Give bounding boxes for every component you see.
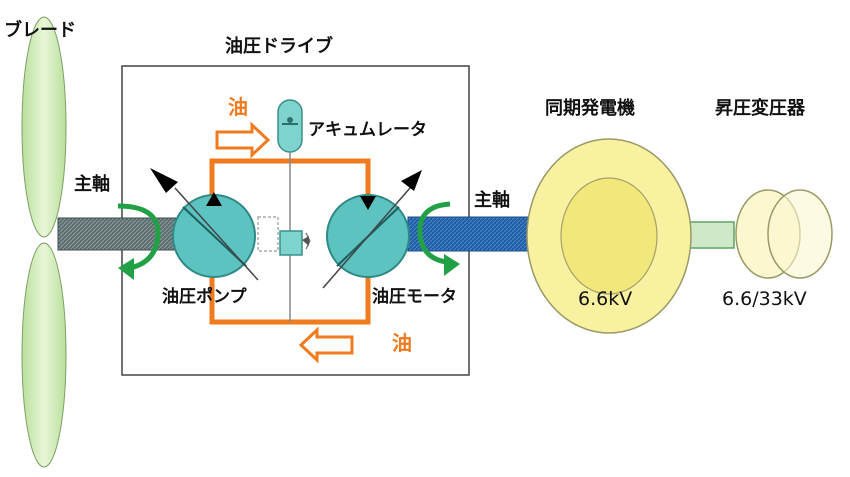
hydraulic-drive-label: 油圧ドライブ xyxy=(225,35,333,57)
step-up-transformer xyxy=(735,189,833,279)
valve-icon xyxy=(257,216,311,256)
main-shaft-right xyxy=(407,216,533,252)
transformer-voltage-label: 6.6/33kV xyxy=(722,288,807,310)
rotation-arrow-pump-head xyxy=(118,258,134,280)
oil-label-bottom: 油 xyxy=(392,331,412,355)
rotation-arrow-motor xyxy=(417,201,451,265)
blade-lower xyxy=(21,242,67,468)
accumulator-icon xyxy=(277,99,303,153)
accumulator-label: アキュムレータ xyxy=(308,120,427,140)
generator-label: 同期発電機 xyxy=(545,97,635,119)
hydraulic-pump xyxy=(150,168,259,281)
rotation-arrow-pump xyxy=(117,203,161,271)
oil-flow-arrow-bottom xyxy=(298,326,354,364)
hydraulic-motor xyxy=(322,170,422,289)
main-shaft-right-label: 主軸 xyxy=(474,189,510,211)
generator-output-link xyxy=(689,221,735,249)
generator-voltage-label: 6.6kV xyxy=(578,288,632,310)
blade-upper xyxy=(21,16,67,238)
hydraulic-pump-label: 油圧ポンプ xyxy=(162,286,247,307)
transformer-label: 昇圧変圧器 xyxy=(715,97,806,119)
main-shaft-left xyxy=(57,217,187,251)
oil-label-top: 油 xyxy=(228,95,248,119)
hydraulic-motor-label: 油圧モータ xyxy=(372,286,457,307)
main-shaft-left-label: 主軸 xyxy=(74,173,110,195)
oil-flow-arrow-top xyxy=(215,121,271,159)
synchronous-generator xyxy=(526,138,692,334)
rotation-arrow-motor-head xyxy=(444,254,460,276)
blade-label: ブレード xyxy=(4,19,76,41)
